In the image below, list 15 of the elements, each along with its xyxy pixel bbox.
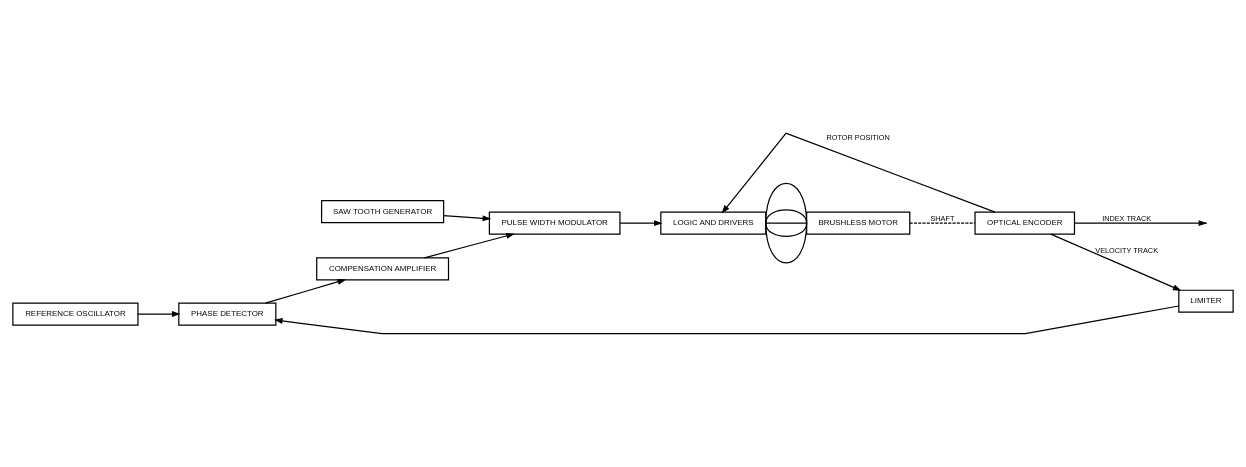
arrow [1073, 220, 1208, 227]
arrow [1050, 233, 1182, 291]
arrow [274, 305, 1180, 335]
connector [765, 222, 808, 237]
arrow [137, 311, 181, 318]
connector [765, 209, 808, 224]
arrow [443, 215, 492, 222]
arrow [423, 232, 515, 259]
arrow [619, 220, 663, 227]
connector [765, 182, 808, 224]
arrow [721, 132, 996, 214]
arrow [264, 278, 347, 304]
connector [909, 222, 976, 224]
connector [765, 222, 808, 224]
connector [765, 222, 808, 264]
